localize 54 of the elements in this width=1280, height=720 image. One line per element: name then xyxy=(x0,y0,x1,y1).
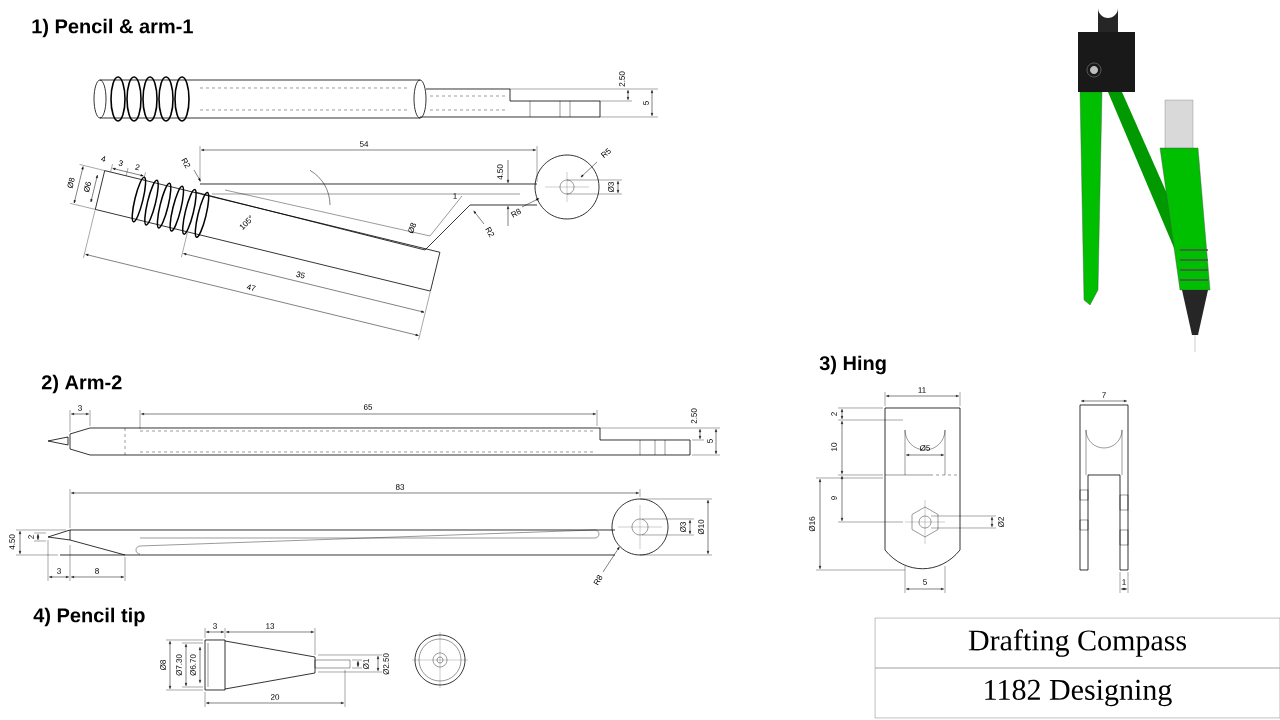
dimension-label: Ø5 xyxy=(919,445,930,451)
dimension-label: Ø7.30 xyxy=(176,654,182,676)
section-heading: 2) Arm-2 xyxy=(41,374,122,394)
dimension-label: 4.50 xyxy=(9,534,15,550)
dimension-label: 20 xyxy=(270,694,280,700)
dimension-label: Ø3 xyxy=(680,522,686,533)
section-heading: 1) Pencil & arm-1 xyxy=(32,18,193,38)
dimension-label: 3 xyxy=(118,160,123,167)
dimension-label: R5 xyxy=(600,148,611,158)
dimension-label: 35 xyxy=(296,271,305,279)
dimension-label: 2 xyxy=(831,412,837,416)
dimension-label: 4.50 xyxy=(497,164,503,180)
dimension-label: 4 xyxy=(101,156,106,162)
dimension-label: 13 xyxy=(266,623,275,629)
dimension-label: 1 xyxy=(453,193,457,199)
dimension-label: 10 xyxy=(831,442,837,451)
dimension-label: Ø8 xyxy=(67,177,75,189)
dimension-label: 47 xyxy=(246,284,256,291)
section-heading: 3) Hing xyxy=(819,355,886,375)
dimension-label: 1 xyxy=(1122,579,1126,585)
dimension-label: 83 xyxy=(395,484,405,490)
dimension-label: Ø8 xyxy=(408,222,416,234)
dimension-label: 5 xyxy=(923,579,927,585)
section-heading: 4) Pencil tip xyxy=(33,607,145,627)
dimension-label: 2 xyxy=(28,535,34,539)
dimension-label: R8 xyxy=(510,208,521,218)
dimension-label: Ø8 xyxy=(160,660,166,671)
dimension-label: 3 xyxy=(57,568,61,574)
dimension-label: 11 xyxy=(918,387,926,393)
dimension-label: 2.50 xyxy=(691,408,697,424)
dimension-label: 3 xyxy=(213,623,217,629)
dimension-label: 5 xyxy=(643,101,649,105)
dimension-label: Ø3 xyxy=(608,182,614,193)
dimension-label: Ø2.50 xyxy=(383,653,389,675)
dimension-label: Ø1 xyxy=(363,659,369,670)
dimension-label: R2 xyxy=(485,226,495,238)
dimension-label: Ø10 xyxy=(698,519,704,535)
dimension-label: R8 xyxy=(593,575,603,586)
title-block-cell: Drafting Compass xyxy=(874,617,1280,669)
dimension-label: 2.50 xyxy=(619,71,625,87)
dimension-label: Ø16 xyxy=(809,516,815,532)
dimension-label: 7 xyxy=(1102,392,1106,398)
dimension-label: 9 xyxy=(831,496,837,500)
dimension-label: 8 xyxy=(95,568,99,574)
title-block-cell: 1182 Designing xyxy=(874,667,1280,719)
dimension-label: 2 xyxy=(135,164,140,171)
dimension-label: 5 xyxy=(707,439,713,443)
dimension-label: 3 xyxy=(78,405,82,411)
dimension-label: 54 xyxy=(359,141,369,147)
dimension-label: Ø6.70 xyxy=(190,654,196,676)
dimension-label: Ø2 xyxy=(998,517,1004,528)
dimension-label: 65 xyxy=(363,404,373,410)
dimension-label: Ø6 xyxy=(84,181,91,193)
dimension-label: R2 xyxy=(181,157,191,169)
